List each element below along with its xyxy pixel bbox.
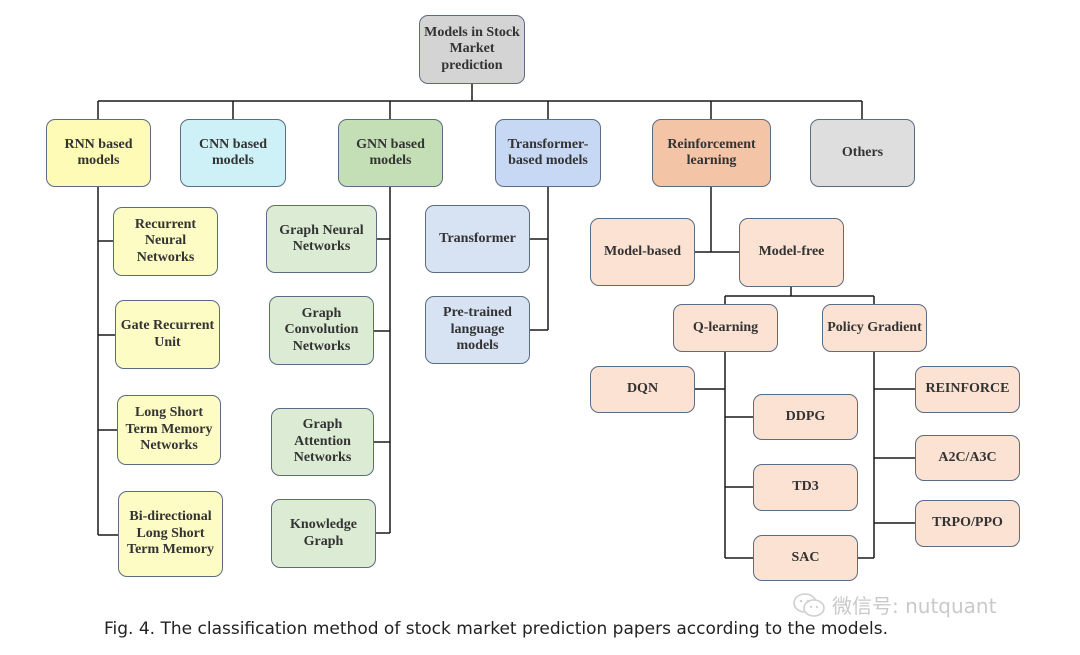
transformer-category-label: Transformer-based models [507,136,589,169]
root-label: Models in Stock Market prediction [424,24,520,73]
figure-caption: Fig. 4. The classification method of sto… [104,619,889,639]
rnn-category-node: RNN based models [46,119,151,187]
rnn-category-label: RNN based models [64,136,133,169]
dqn-node: DQN [590,366,695,413]
policy-gradient-node: Policy Gradient [822,304,927,352]
rnn-lstm-label: Long Short Term Memory Networks [125,405,213,454]
rl-model-free-node: Model-free [739,218,844,287]
sac-node: SAC [753,535,858,581]
others-category-label: Others [841,144,884,160]
gnn-attention-label: Graph Attention Networks [293,417,352,466]
gnn-kg-label: Knowledge Graph [290,517,357,549]
transformer-category-node: Transformer-based models [495,119,601,187]
ddpg-label: DDPG [785,408,826,424]
rl-model-based-label: Model-based [604,243,681,259]
rnn-lstm-node: Long Short Term Memory Networks [117,395,221,465]
sac-label: SAC [791,549,820,565]
tr-transformer-node: Transformer [425,205,530,273]
cnn-category-node: CNN based models [180,119,286,187]
rl-category-label: Reinforcement learning [667,136,756,169]
tr-transformer-label: Transformer [439,230,516,246]
q-learning-label: Q-learning [692,319,759,335]
a2c-node: A2C/A3C [915,435,1020,481]
watermark-text: 微信号: nutquant [832,594,997,618]
gnn-category-label: GNN based models [356,136,425,169]
gnn-conv-node: Graph Convolution Networks [269,296,374,365]
gnn-neural-node: Graph Neural Networks [266,205,377,273]
rl-category-node: Reinforcement learning [652,119,771,187]
q-learning-node: Q-learning [673,304,778,352]
tr-plm-node: Pre-trained language models [425,296,530,364]
rnn-bilstm-node: Bi-directional Long Short Term Memory [118,491,223,577]
tr-plm-label: Pre-trained language models [443,305,512,354]
rnn-gru-label: Gate Recurrent Unit [120,318,215,350]
others-category-node: Others [810,119,915,187]
td3-label: TD3 [792,479,819,495]
gnn-attention-node: Graph Attention Networks [271,408,374,476]
a2c-label: A2C/A3C [938,449,997,465]
watermark: 微信号: nutquant [792,590,996,619]
rnn-recurrent-node: Recurrent Neural Networks [113,207,218,276]
trpo-label: TRPO/PPO [932,515,1003,531]
gnn-conv-label: Graph Convolution Networks [284,305,359,354]
policy-gradient-label: Policy Gradient [827,319,922,335]
reinforce-node: REINFORCE [915,366,1020,413]
cnn-category-label: CNN based models [198,136,268,169]
gnn-category-node: GNN based models [338,119,443,187]
rnn-recurrent-label: Recurrent Neural Networks [134,216,197,265]
rnn-gru-node: Gate Recurrent Unit [115,300,220,369]
rnn-bilstm-label: Bi-directional Long Short Term Memory [127,509,214,558]
rl-model-based-node: Model-based [590,218,695,286]
root-node: Models in Stock Market prediction [419,15,525,84]
dqn-label: DQN [626,381,659,397]
gnn-kg-node: Knowledge Graph [271,499,376,568]
rl-model-free-label: Model-free [758,244,825,260]
td3-node: TD3 [753,464,858,511]
wechat-icon [793,592,825,617]
reinforce-label: REINFORCE [925,381,1010,397]
ddpg-node: DDPG [753,394,858,440]
trpo-node: TRPO/PPO [915,500,1020,547]
gnn-neural-label: Graph Neural Networks [279,222,364,255]
